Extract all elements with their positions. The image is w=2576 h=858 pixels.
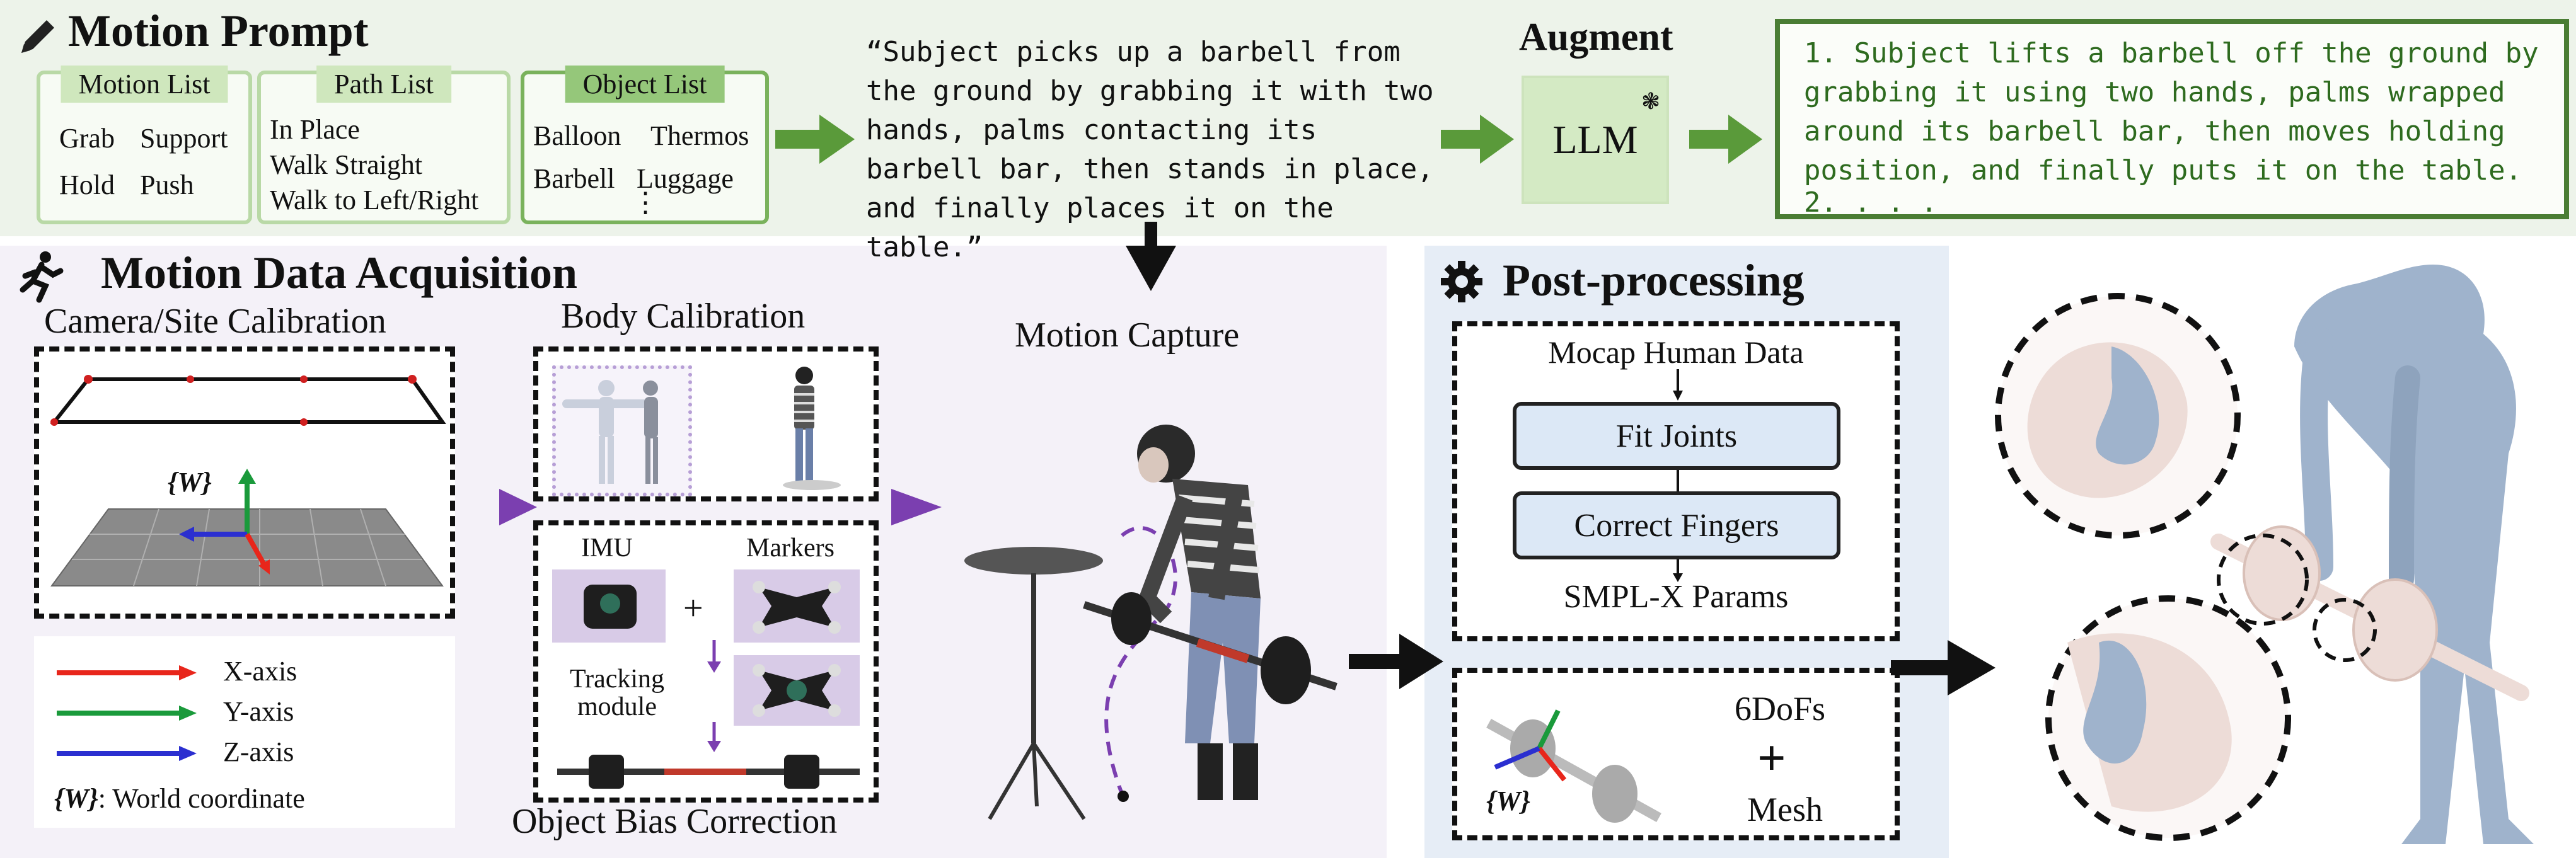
imu-sensor-graphic — [584, 585, 637, 629]
plus-sign: + — [683, 589, 703, 628]
purple-arrow — [707, 722, 721, 752]
post-processing-title: Post-processing — [1503, 255, 1805, 306]
body-tpose-frame — [552, 365, 692, 496]
augment-title: Augment — [1519, 16, 1673, 59]
axis-legend: X-axis Y-axis Z-axis {W}: World coordina… — [34, 636, 455, 828]
z-axis-label: Z-axis — [223, 736, 294, 767]
down-arrow — [1673, 559, 1683, 582]
prompt-quote: “Subject picks up a barbell from the gro… — [866, 36, 1434, 263]
down-arrow — [1673, 369, 1683, 401]
imu-image — [552, 569, 666, 643]
plus-sign: + — [1757, 731, 1786, 786]
object-list-item: Thermos — [650, 120, 749, 151]
motion-list-box: Motion List Grab Support Hold Push — [37, 66, 252, 224]
green-arrow — [775, 115, 855, 164]
object-pose-graphic — [1486, 709, 1661, 823]
object-list-item: Barbell — [533, 163, 615, 194]
motion-list-item: Push — [140, 169, 194, 200]
purple-arrow — [707, 640, 721, 673]
motion-list-item: Grab — [59, 123, 115, 154]
smplx-params-label: SMPL-X Params — [1563, 579, 1789, 615]
motion-prompt-title: Motion Prompt — [68, 6, 369, 56]
motion-capture-scene — [964, 425, 1337, 820]
motion-list-item: Hold — [59, 169, 115, 200]
axis-legend-arrows — [57, 665, 197, 761]
markers-label: Markers — [746, 534, 835, 563]
body-calibration-box — [533, 346, 879, 501]
tracking-module-image — [734, 655, 860, 726]
object-pose-box: {W} 6DoFs + Mesh — [1452, 668, 1900, 840]
object-list-box: Object List Balloon Thermos Barbell Lugg… — [521, 66, 769, 224]
world-frame-label: {W} — [168, 467, 212, 498]
fit-joints-step: Fit Joints — [1513, 402, 1840, 470]
green-arrow — [1441, 115, 1514, 164]
path-list-item: Walk Straight — [270, 149, 423, 180]
path-list-item: In Place — [270, 114, 360, 145]
site-calibration-graphic — [50, 375, 446, 586]
object-list-item: Balloon — [533, 120, 621, 151]
world-coordinate-note: {W}: World coordinate — [54, 783, 305, 814]
world-frame-label: {W} — [1486, 786, 1530, 816]
object-list-header: Object List — [565, 66, 725, 103]
tracking-module-graphic — [753, 664, 841, 717]
tracking-module-label: Tracking module — [569, 665, 665, 721]
green-arrow — [1689, 115, 1762, 164]
object-bias-label: Object Bias Correction — [512, 802, 838, 841]
black-right-arrow — [1891, 640, 1996, 695]
x-axis-label: X-axis — [223, 656, 297, 687]
path-list-item: Walk to Left/Right — [270, 185, 479, 215]
body-calibration-silhouettes — [562, 380, 658, 484]
acquisition-title: Motion Data Acquisition — [101, 248, 578, 298]
body-calibration-label: Body Calibration — [561, 297, 806, 336]
pencil-icon — [21, 20, 54, 53]
smplx-result-render — [1995, 265, 2534, 844]
augmented-prompt-more: 2. . . . — [1804, 186, 1938, 219]
camera-calibration-box: {W} — [34, 346, 455, 619]
marker-plate-graphic — [753, 581, 841, 634]
object-bias-box: IMU Markers + Tracking module — [533, 520, 879, 803]
running-person-icon — [20, 251, 64, 303]
llm-box: LLM — [1522, 76, 1669, 204]
fit-joints-label: Fit Joints — [1615, 418, 1738, 454]
gear-icon — [1441, 261, 1482, 302]
motion-capture-label: Motion Capture — [1015, 316, 1240, 355]
object-list-more: ⋮ — [632, 187, 659, 218]
imu-label: IMU — [581, 534, 633, 563]
dofs-label: 6DoFs — [1735, 690, 1826, 728]
path-list-header: Path List — [316, 66, 451, 103]
down-arrow — [1677, 470, 1679, 494]
correct-fingers-step: Correct Fingers — [1513, 491, 1840, 559]
motion-list-item: Support — [140, 123, 228, 154]
openai-icon: ❃ — [1641, 89, 1661, 114]
correct-fingers-label: Correct Fingers — [1574, 507, 1779, 544]
path-list-box: Path List In Place Walk Straight Walk to… — [257, 66, 511, 224]
motion-list-header: Motion List — [61, 66, 228, 103]
fitting-pipeline-box: Mocap Human Data Fit Joints Correct Fing… — [1452, 321, 1900, 641]
black-down-arrow — [1126, 222, 1176, 291]
purple-arrow — [891, 489, 942, 525]
object-list-item: Luggage — [637, 163, 734, 194]
augmented-prompt-box: 1. Subject lifts a barbell off the groun… — [1775, 19, 2569, 219]
camera-calibration-label: Camera/Site Calibration — [44, 302, 386, 341]
purple-arrow — [499, 489, 537, 525]
subject-photo — [783, 367, 841, 490]
augmented-prompt-text: 1. Subject lifts a barbell off the groun… — [1804, 37, 2539, 186]
mesh-label: Mesh — [1747, 791, 1823, 828]
barbell-graphic — [557, 755, 860, 789]
mocap-data-label: Mocap Human Data — [1548, 335, 1804, 370]
black-right-arrow — [1349, 634, 1443, 689]
y-axis-label: Y-axis — [223, 696, 294, 727]
llm-label: LLM — [1552, 117, 1638, 162]
markers-image — [734, 569, 860, 643]
